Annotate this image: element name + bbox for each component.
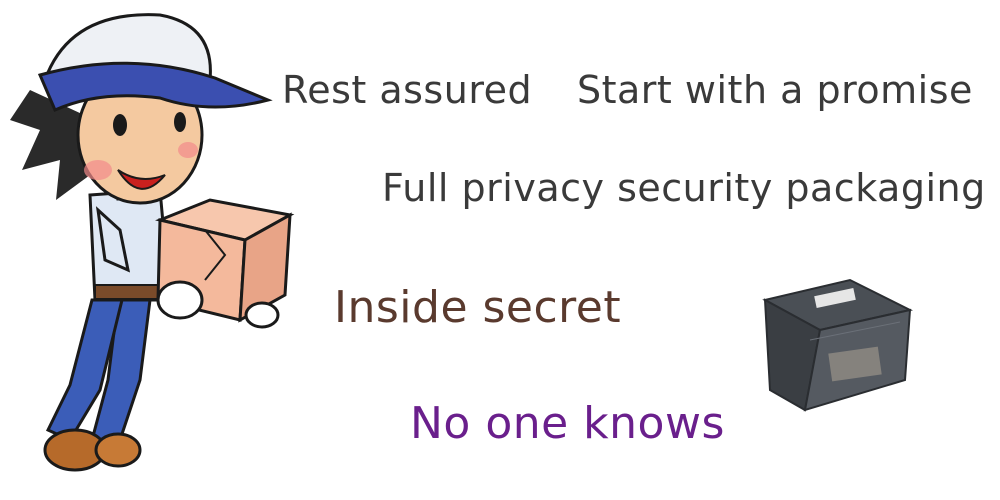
- packaging-text: Full privacy security packaging: [382, 166, 986, 210]
- rest-assured-text: Rest assured: [282, 68, 533, 112]
- delivery-courier-illustration: [10, 13, 295, 472]
- dark-sealed-package-photo: [762, 278, 913, 412]
- inside-secret-text: Inside secret: [334, 282, 622, 333]
- no-one-knows-text: No one knows: [410, 398, 725, 449]
- promise-text: Start with a promise: [577, 68, 973, 112]
